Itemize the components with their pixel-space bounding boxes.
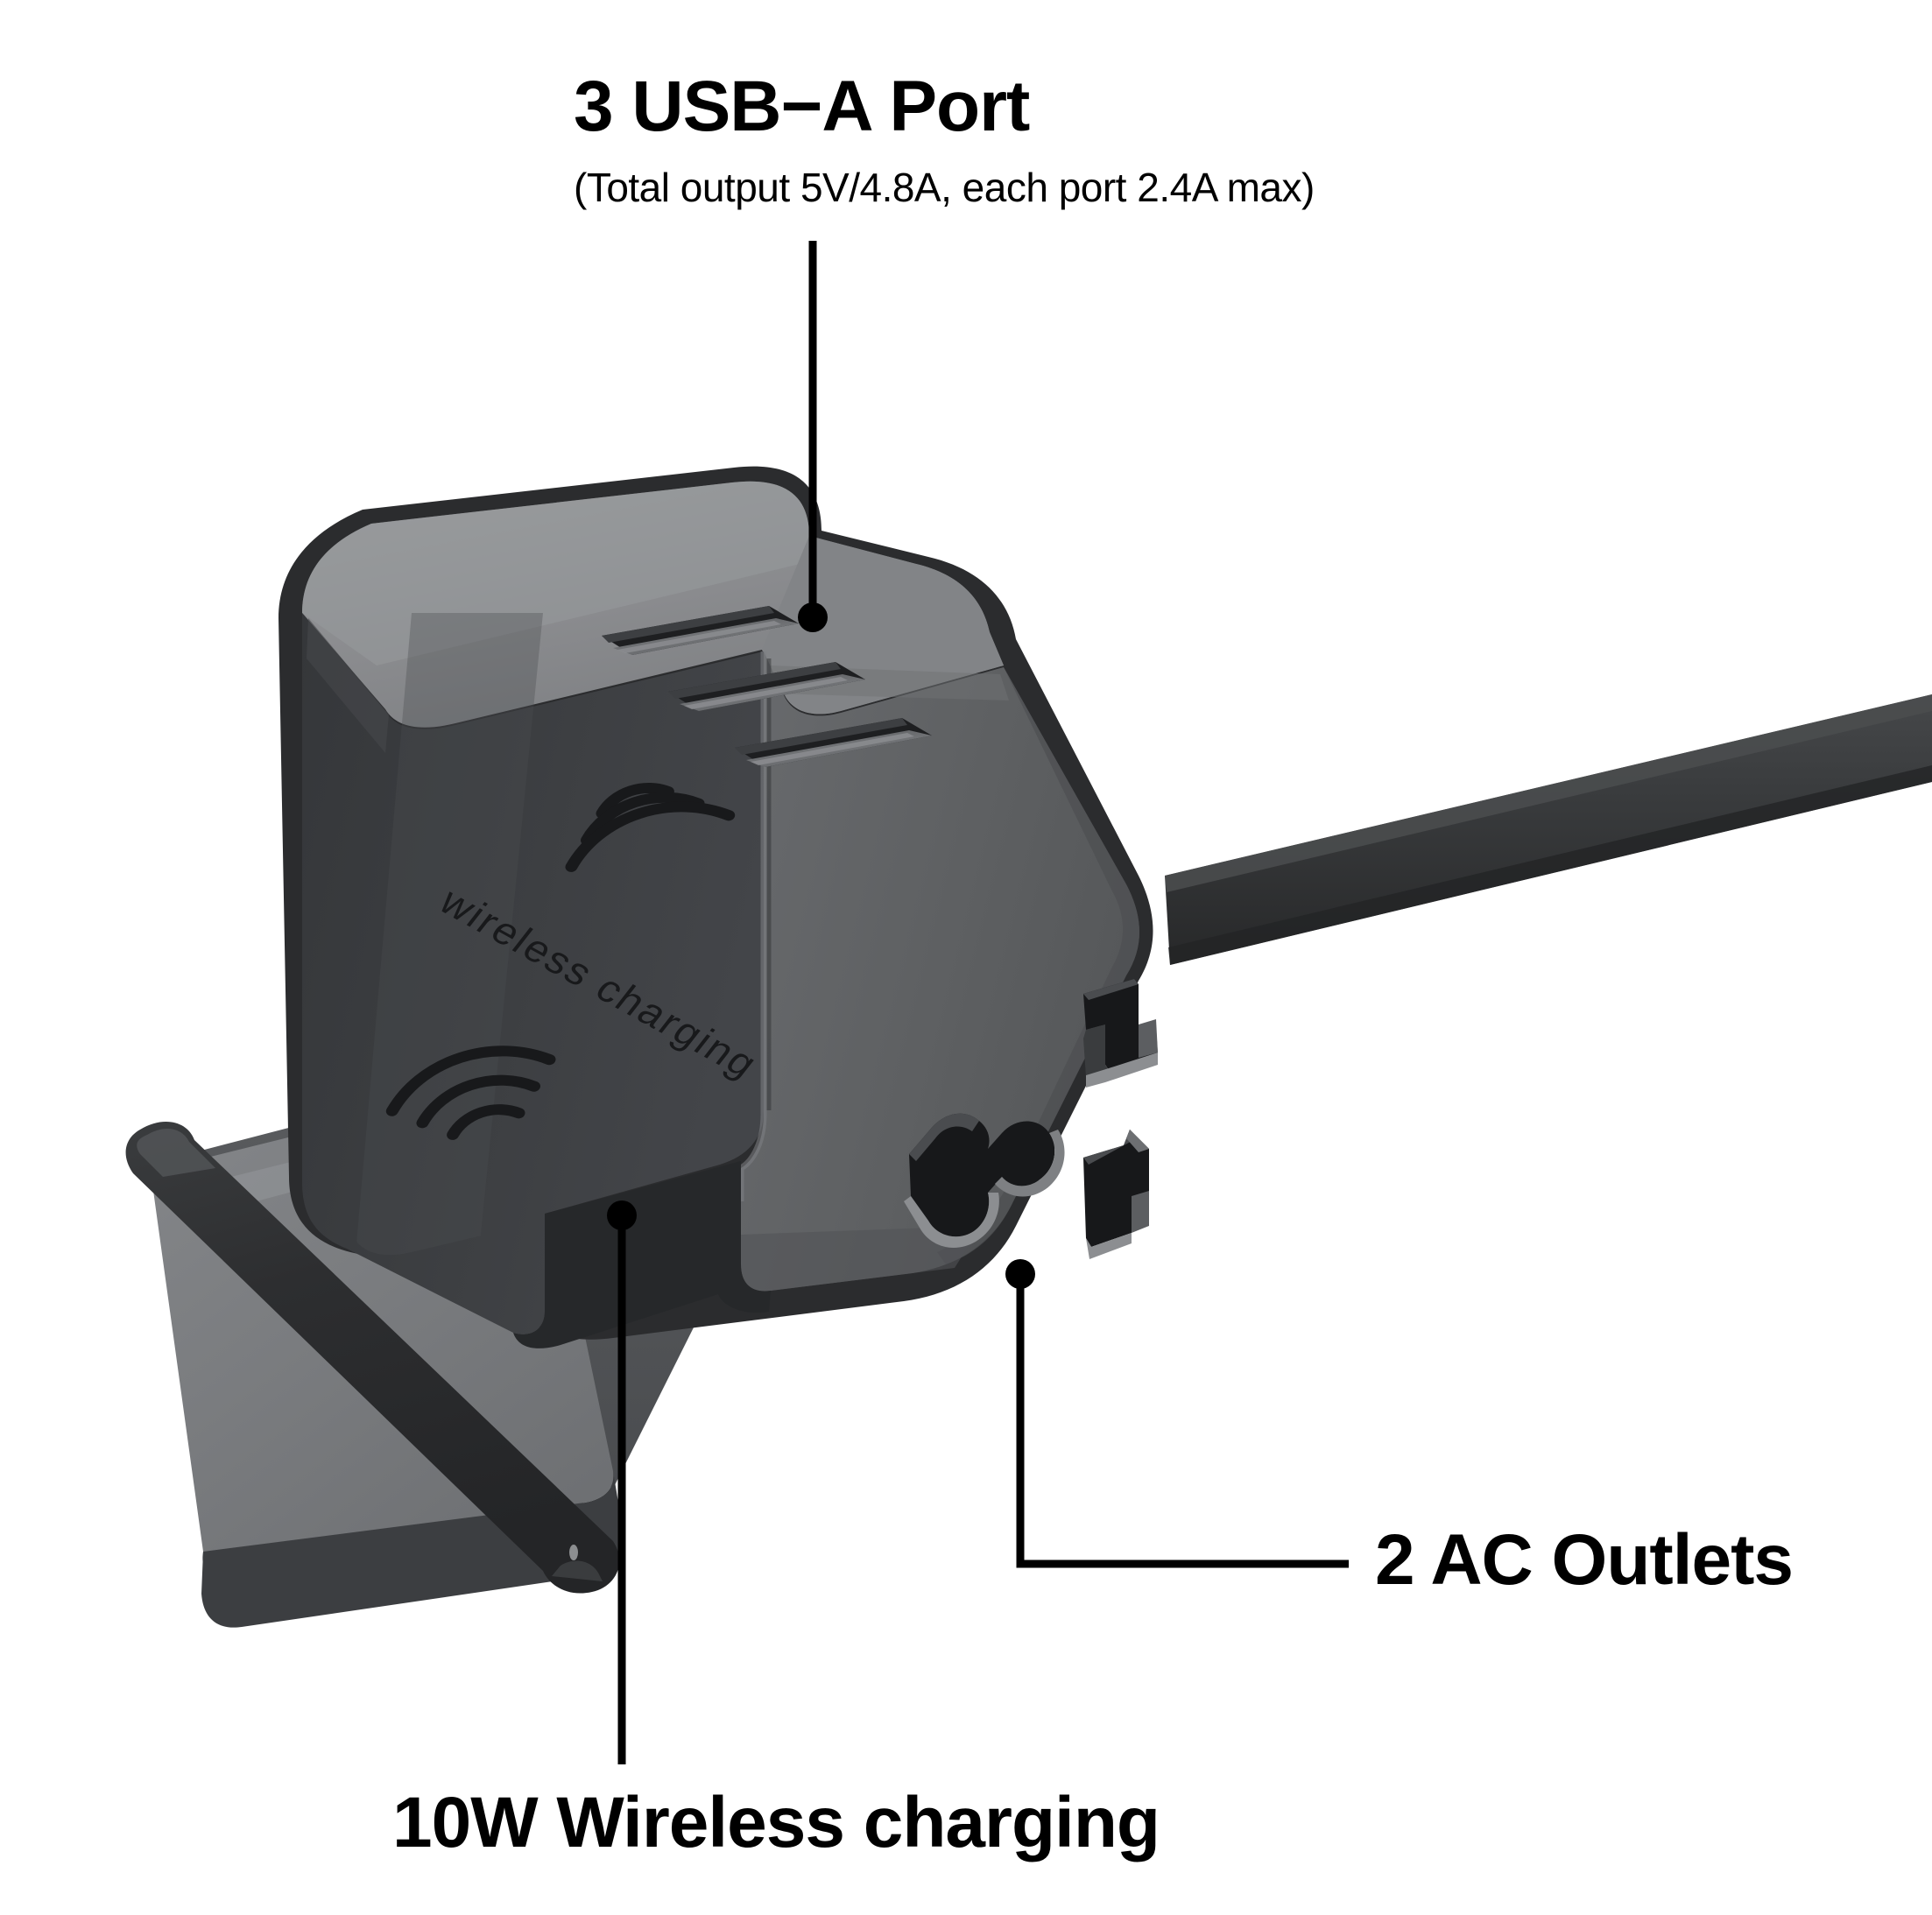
usb-leader-line bbox=[798, 241, 828, 632]
power-cable bbox=[1165, 694, 1932, 965]
device-body bbox=[279, 466, 1153, 1348]
ac-leader-line bbox=[1005, 1259, 1349, 1568]
usb-port-2 bbox=[668, 662, 865, 711]
usb-callout: 3 USB−A Port (Total output 5V/4.8A, each… bbox=[574, 66, 1315, 211]
usb-callout-subtitle: (Total output 5V/4.8A, each port 2.4A ma… bbox=[574, 165, 1315, 210]
wireless-leader-line bbox=[607, 1200, 637, 1764]
ac-callout-title: 2 AC Outlets bbox=[1375, 1520, 1794, 1600]
wireless-callout-title: 10W Wireless charging bbox=[392, 1783, 1160, 1862]
callout-leaders bbox=[607, 241, 1349, 1764]
wireless-wave-icon-upper bbox=[565, 783, 736, 872]
ac-outlet-upper bbox=[1083, 979, 1158, 1088]
ac-outlet-lower-left bbox=[904, 1113, 1065, 1248]
usb-port-3 bbox=[735, 718, 932, 767]
usb-port-1 bbox=[602, 606, 799, 655]
ac-outlet-group bbox=[904, 979, 1158, 1259]
ac-outlet-lower-right bbox=[1083, 1130, 1149, 1259]
wireless-wave-icon-lower bbox=[385, 1046, 556, 1140]
usb-port-group bbox=[602, 606, 932, 767]
usb-callout-title: 3 USB−A Port bbox=[574, 67, 1030, 146]
